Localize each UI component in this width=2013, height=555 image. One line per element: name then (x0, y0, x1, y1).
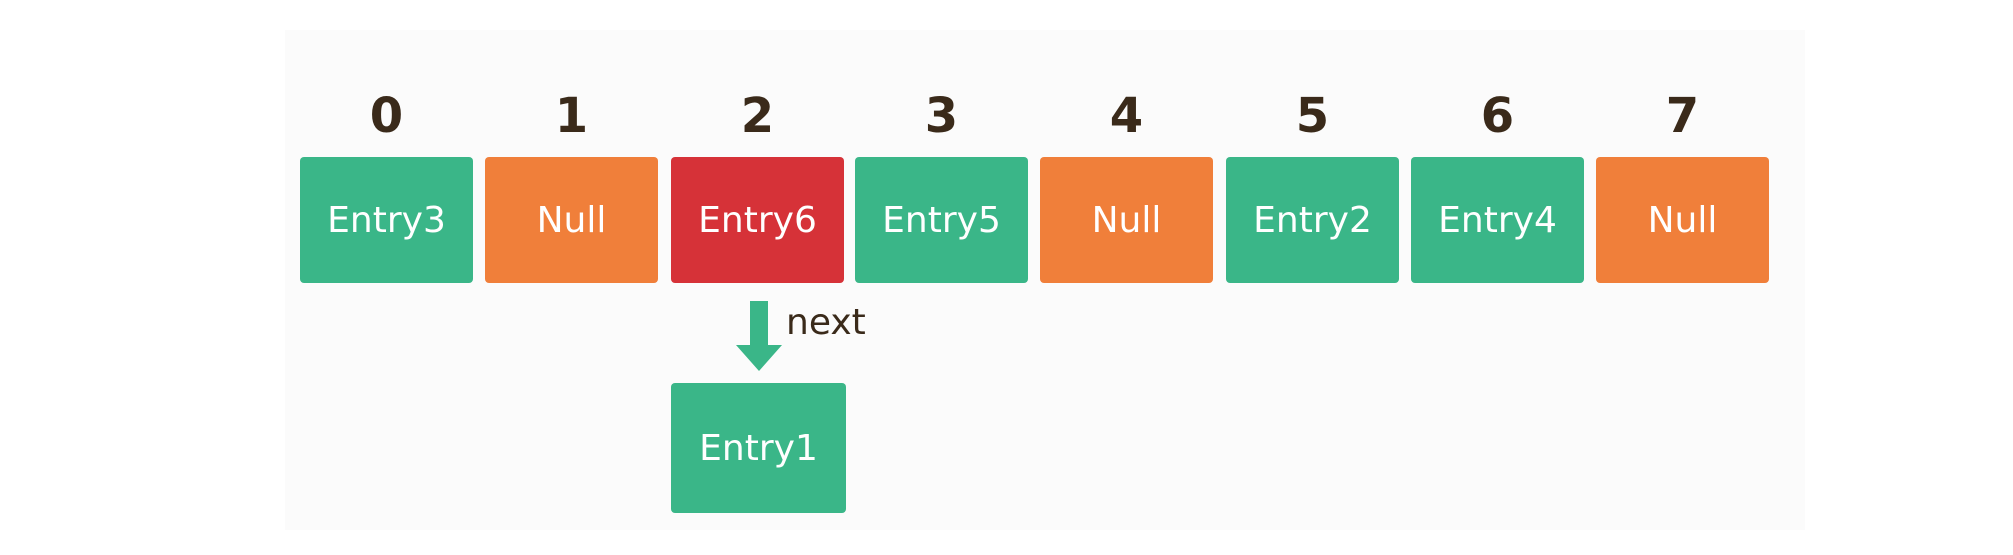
bucket-slot-2: Entry6 (671, 157, 844, 283)
slot-index-2: 2 (740, 88, 775, 144)
bucket-slot-3: Entry5 (855, 157, 1028, 283)
bucket-slot-label: Entry5 (882, 199, 1001, 241)
bucket-slot-6: Entry4 (1411, 157, 1584, 283)
bucket-slot-0: Entry3 (300, 157, 473, 283)
bucket-slot-5: Entry2 (1226, 157, 1399, 283)
slot-index-0: 0 (369, 88, 404, 144)
slot-index-3: 3 (924, 88, 959, 144)
chained-entry: Entry1 (671, 383, 846, 513)
bucket-slot-label: Entry2 (1253, 199, 1372, 241)
bucket-slot-label: Null (1091, 199, 1162, 241)
bucket-slot-label: Entry4 (1438, 199, 1557, 241)
bucket-slot-label: Null (1647, 199, 1718, 241)
arrow-down-icon (736, 301, 782, 371)
bucket-slot-7: Null (1596, 157, 1769, 283)
bucket-slot-label: Null (536, 199, 607, 241)
chained-entry-label: Entry1 (699, 427, 818, 469)
slot-index-4: 4 (1109, 88, 1144, 144)
slot-index-5: 5 (1295, 88, 1330, 144)
bucket-slot-1: Null (485, 157, 658, 283)
bucket-slot-label: Entry6 (698, 199, 817, 241)
slot-index-6: 6 (1480, 88, 1515, 144)
next-pointer-label: next (786, 302, 866, 343)
arrow-shape (736, 301, 782, 371)
bucket-slot-label: Entry3 (327, 199, 446, 241)
bucket-slot-4: Null (1040, 157, 1213, 283)
slot-index-7: 7 (1665, 88, 1700, 144)
slot-index-1: 1 (554, 88, 589, 144)
